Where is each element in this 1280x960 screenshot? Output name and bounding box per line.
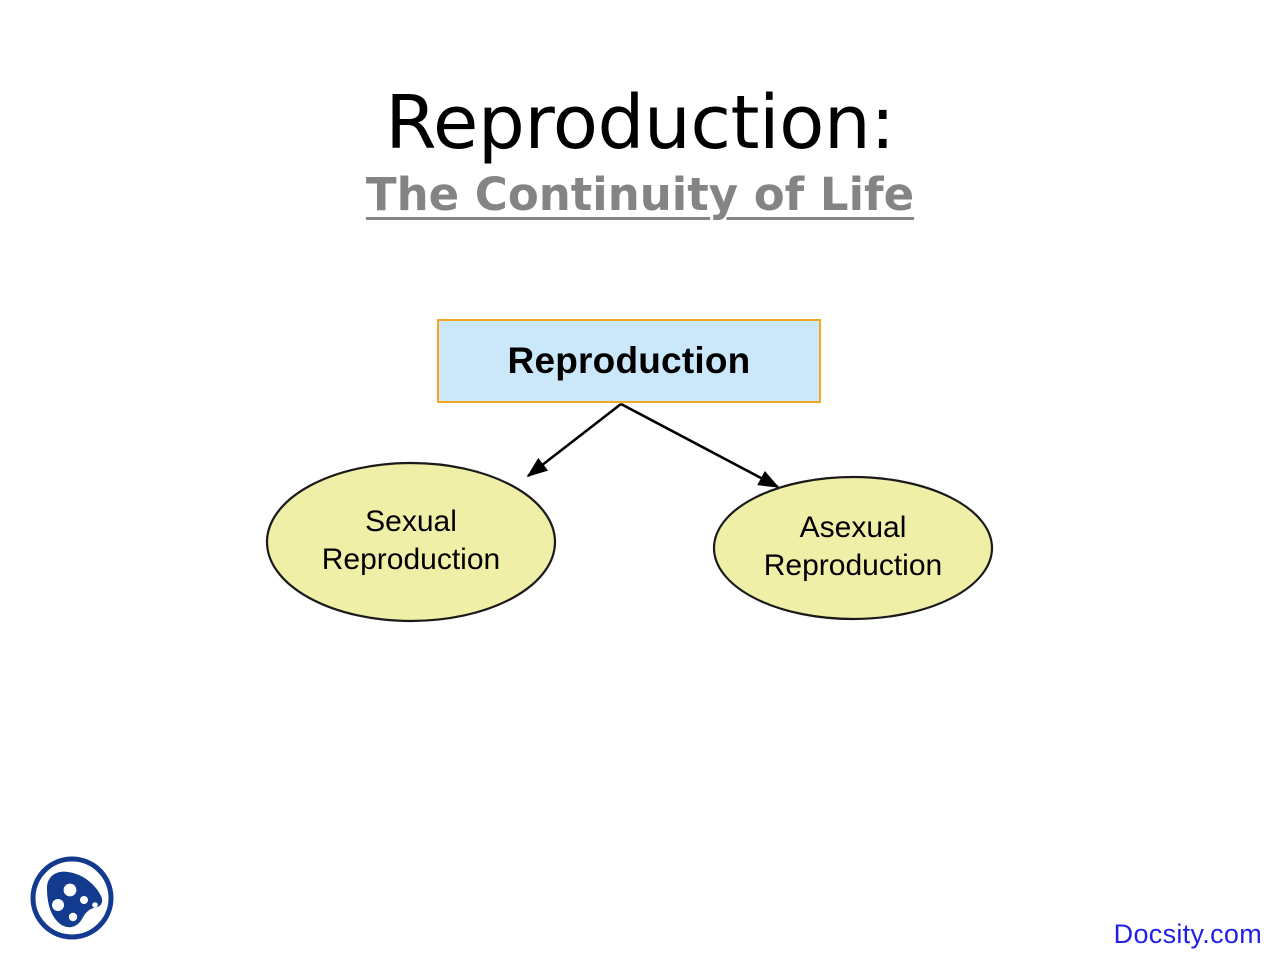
page-title: Reproduction: bbox=[385, 80, 895, 166]
page-subtitle: The Continuity of Life bbox=[365, 168, 915, 222]
connector-to-asexual bbox=[620, 402, 780, 489]
node-reproduction-label: Reproduction bbox=[507, 340, 751, 381]
node-reproduction[interactable]: Reproduction bbox=[437, 319, 821, 403]
docsity-logo-icon bbox=[30, 856, 114, 940]
title-block: Reproduction: The Continuity of Life bbox=[0, 80, 1280, 222]
footer-brand: Docsity.com bbox=[1113, 919, 1262, 949]
connector-to-sexual bbox=[526, 402, 622, 478]
node-sexual-reproduction[interactable] bbox=[265, 461, 557, 623]
node-asexual-reproduction[interactable] bbox=[712, 475, 994, 621]
